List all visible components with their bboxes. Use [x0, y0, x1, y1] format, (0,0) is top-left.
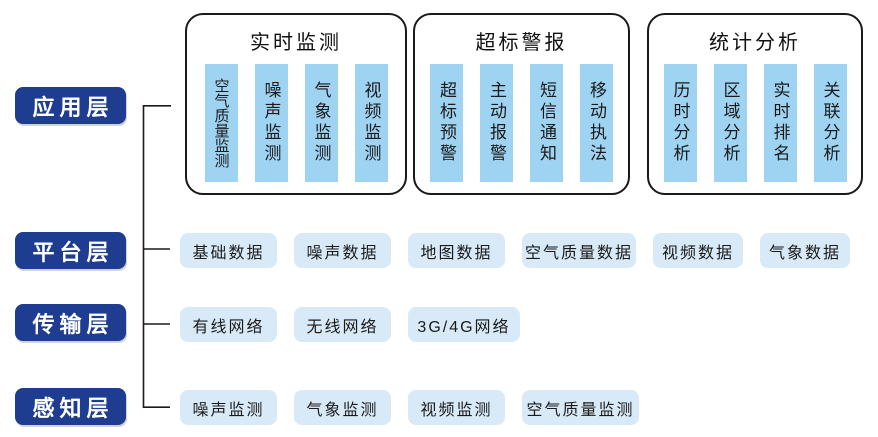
app-item-correlation-analysis: 关联分析 [813, 64, 847, 182]
app-item-air-quality-monitoring: 空气质量监测 [204, 64, 238, 182]
chip-video-monitoring: 视频监测 [408, 390, 505, 425]
chip-air-quality-monitoring: 空气质量监测 [522, 390, 639, 425]
app-item-weather-monitoring: 气象监测 [304, 64, 338, 182]
chip-wired-network: 有线网络 [180, 307, 277, 342]
group-title: 超标警报 [475, 32, 568, 54]
app-item-mobile-enforcement: 移动执法 [580, 64, 613, 182]
layer-label-application: 应用层 [15, 87, 126, 124]
layer-label-transport: 传输层 [15, 304, 126, 341]
app-item-realtime-ranking: 实时排名 [763, 64, 797, 182]
group-title: 实时监测 [250, 32, 342, 54]
chip-wireless-network: 无线网络 [294, 307, 391, 342]
app-item-video-monitoring: 视频监测 [354, 64, 388, 182]
chip-basic-data: 基础数据 [180, 233, 277, 268]
app-item-exceedance-warning: 超标预警 [430, 64, 463, 182]
layer-label-platform: 平台层 [15, 232, 126, 269]
group-bars: 超标预警 主动报警 短信通知 移动执法 [415, 64, 628, 182]
chip-air-quality-data: 空气质量数据 [522, 233, 636, 268]
chip-weather-data: 气象数据 [760, 233, 850, 268]
group-box-statistical-analysis: 统计分析 历时分析 区域分析 实时排名 关联分析 [647, 13, 863, 195]
chip-video-data: 视频数据 [653, 233, 743, 268]
app-item-sms-notification: 短信通知 [530, 64, 563, 182]
chip-weather-monitoring: 气象监测 [294, 390, 391, 425]
app-item-noise-monitoring: 噪声监测 [254, 64, 288, 182]
chip-noise-data: 噪声数据 [294, 233, 391, 268]
transport-layer-row: 有线网络 无线网络 3G/4G网络 [180, 307, 520, 342]
app-item-regional-analysis: 区域分析 [713, 64, 747, 182]
group-bars: 空气质量监测 噪声监测 气象监测 视频监测 [187, 64, 405, 182]
chip-3g-4g-network: 3G/4G网络 [408, 307, 520, 342]
group-box-exceedance-alarm: 超标警报 超标预警 主动报警 短信通知 移动执法 [413, 13, 630, 195]
platform-layer-row: 基础数据 噪声数据 地图数据 空气质量数据 视频数据 气象数据 [180, 233, 850, 268]
chip-noise-monitoring: 噪声监测 [180, 390, 277, 425]
perception-layer-row: 噪声监测 气象监测 视频监测 空气质量监测 [180, 390, 639, 425]
layer-label-perception: 感知层 [15, 388, 126, 425]
group-title: 统计分析 [709, 32, 801, 54]
chip-map-data: 地图数据 [408, 233, 505, 268]
group-box-realtime-monitoring: 实时监测 空气质量监测 噪声监测 气象监测 视频监测 [185, 13, 407, 195]
group-bars: 历时分析 区域分析 实时排名 关联分析 [649, 64, 861, 182]
app-item-active-alarm: 主动报警 [480, 64, 513, 182]
app-item-historical-analysis: 历时分析 [663, 64, 697, 182]
